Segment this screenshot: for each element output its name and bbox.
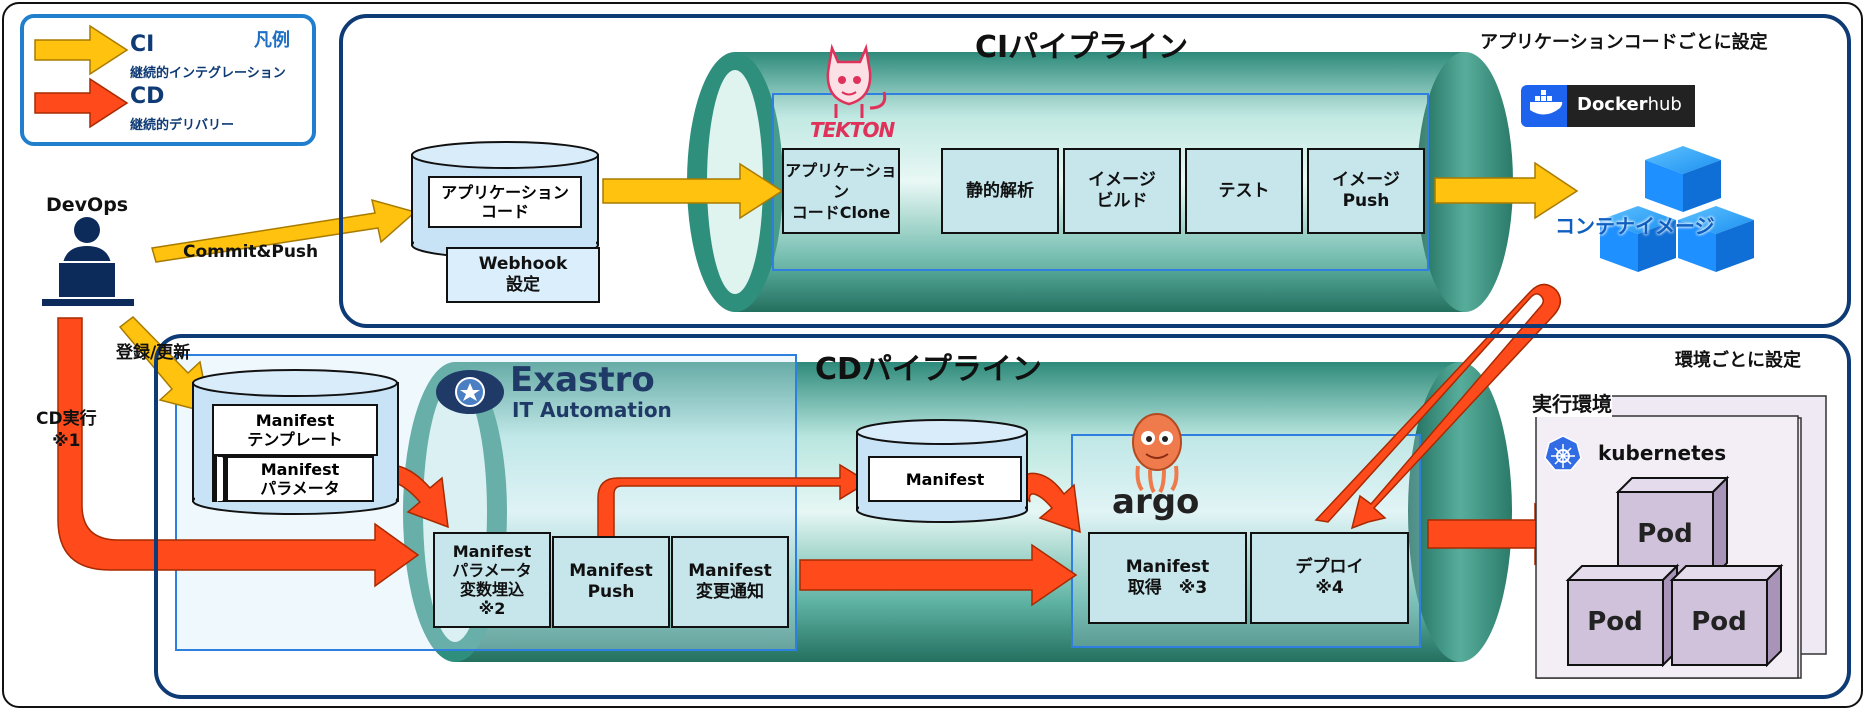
- manifest-fetch-arrow: [1019, 472, 1081, 534]
- kubernetes-icon: [1544, 435, 1582, 471]
- runtime-title: 実行環境: [1532, 388, 1612, 417]
- ci-pipeline-note: アプリケーションコードごとに設定: [1480, 32, 1768, 53]
- dockerhub-suffix: hub: [1647, 94, 1682, 115]
- commit-push-label: Commit&Push: [183, 242, 319, 262]
- pod-label: Pod: [1637, 519, 1693, 549]
- container-image-label: コンテナイメージ: [1555, 214, 1715, 238]
- legend-box: 凡例 CI 継続的インテグレーション CD 継続的デリバリー: [20, 14, 316, 146]
- legend-cd-abbr: CD: [130, 84, 165, 109]
- change-notify-arrow: [799, 543, 1078, 607]
- pod-cube-top: [1615, 475, 1730, 580]
- register-update-label: 登録/更新: [116, 343, 191, 363]
- legend-ci-abbr: CI: [130, 32, 155, 57]
- manifest-template-doc: Manifest テンプレート: [212, 404, 378, 456]
- pod-label: Pod: [1587, 607, 1643, 637]
- cd-step-manifest-push: Manifest Push: [552, 536, 670, 628]
- pod-cube-left: [1565, 563, 1680, 668]
- pod-cube-right: [1669, 563, 1784, 668]
- cd-step-change-notify: Manifest 変更通知: [671, 536, 789, 628]
- ci-step-test: テスト: [1185, 148, 1303, 234]
- cd-step-param-embed: Manifest パラメータ 変数埋込 ※2: [433, 532, 551, 628]
- image-pull-arrow: [1314, 283, 1562, 530]
- legend-ci-desc: 継続的インテグレーション: [130, 66, 286, 81]
- legend-ci-arrow: [34, 24, 129, 76]
- devops-person-icon: [42, 217, 134, 306]
- manifest-doc: Manifest: [868, 456, 1022, 502]
- tekton-logo-text: TEKTON: [810, 118, 895, 142]
- ci-step-static-analysis: 静的解析: [941, 148, 1059, 234]
- dockerhub-prefix: Docker: [1577, 94, 1648, 115]
- manifest-params-doc: Manifest パラメータ: [212, 456, 374, 502]
- ci-trigger-arrow: [602, 162, 784, 220]
- devops-label: DevOps: [46, 194, 129, 216]
- legend-cd-desc: 継続的デリバリー: [130, 118, 235, 133]
- webhook-setting-box: Webhook 設定: [446, 247, 600, 303]
- ci-step-clone: アプリケーション コードClone: [782, 148, 900, 234]
- exastro-logo-name: Exastro: [510, 360, 655, 400]
- dockerhub-logo: Dockerhub: [1577, 94, 1682, 115]
- ci-pipeline-frame: [339, 14, 1851, 328]
- cd-step-manifest-fetch: Manifest 取得 ※3: [1088, 532, 1247, 624]
- cd-pipeline-note: 環境ごとに設定: [1675, 350, 1801, 371]
- manifest-push-arrow: [597, 463, 870, 541]
- cd-pipeline-title: CDパイプライン: [815, 352, 1042, 387]
- cd-pipeline-frame: [154, 334, 1851, 699]
- cd-exec-label: CD実行 ※1: [36, 409, 97, 451]
- image-push-arrow: [1434, 161, 1579, 220]
- legend-title: 凡例: [254, 30, 290, 51]
- argo-logo-text: argo: [1112, 482, 1200, 522]
- app-code-doc: アプリケーション コード: [428, 176, 582, 228]
- pod-label: Pod: [1691, 607, 1747, 637]
- commit-push-arrow: [151, 198, 417, 263]
- kubernetes-label: kubernetes: [1598, 441, 1727, 465]
- docker-whale-icon: [1521, 85, 1695, 127]
- argo-octopus-icon: [1132, 413, 1182, 494]
- cd-exec-arrow: [57, 317, 420, 588]
- exastro-icon: [436, 370, 504, 414]
- container-cubes-icon: [1600, 146, 1754, 272]
- cd-step-deploy: デプロイ ※4: [1250, 532, 1409, 624]
- exastro-logo-sub: IT Automation: [512, 398, 672, 422]
- tekton-cat-icon: [826, 43, 887, 118]
- ci-pipeline-title: CIパイプライン: [975, 30, 1189, 65]
- legend-cd-arrow: [34, 77, 129, 129]
- ci-step-image-push: イメージ Push: [1307, 148, 1425, 234]
- ci-step-image-build: イメージ ビルド: [1063, 148, 1181, 234]
